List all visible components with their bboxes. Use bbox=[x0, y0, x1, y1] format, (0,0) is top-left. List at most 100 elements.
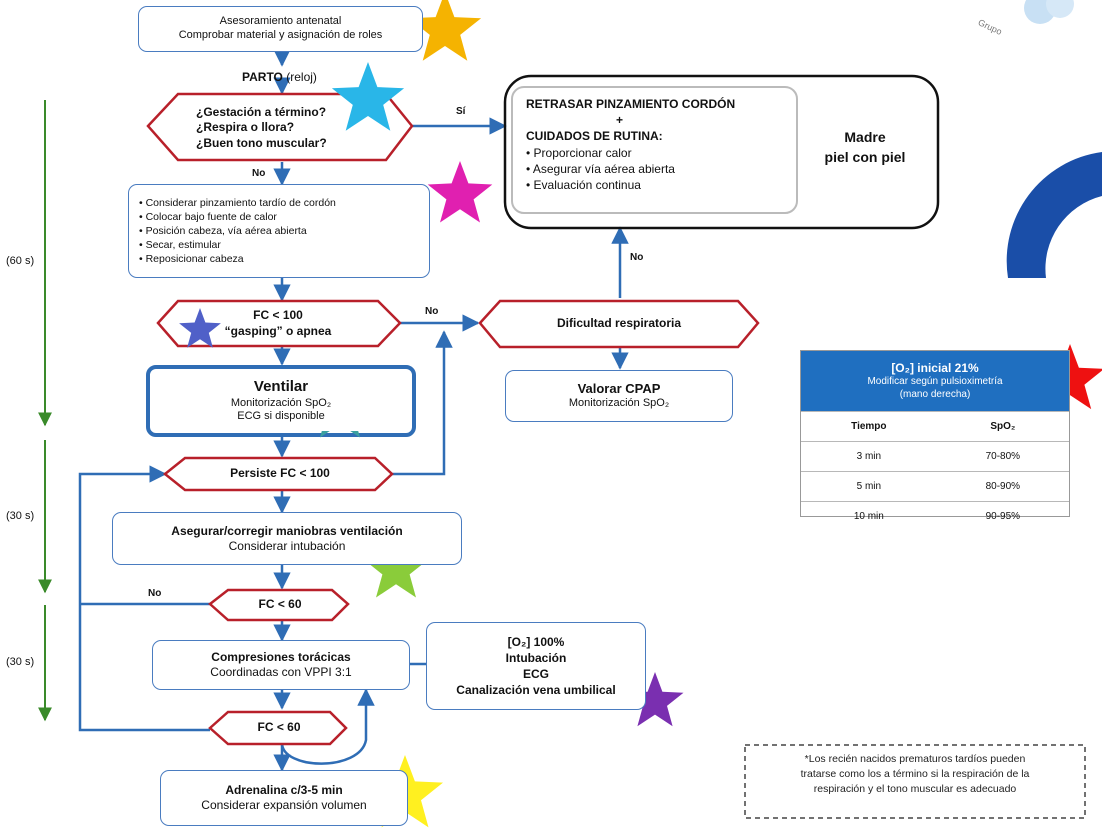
decision-hexagons bbox=[146, 92, 760, 746]
o2box-line1: [O₂] 100% bbox=[507, 634, 565, 649]
star-icon bbox=[427, 161, 493, 223]
ventilar-line3: ECG si disponible bbox=[237, 410, 325, 423]
o2-col2-header: SpO₂ bbox=[936, 411, 1069, 442]
initial-steps-box: • Considerar pinzamiento tardío de cordó… bbox=[128, 184, 430, 278]
label-no-fc60: No bbox=[148, 588, 162, 599]
antenatal-line2: Comprobar material y asignación de roles bbox=[178, 29, 383, 41]
initial-step: • Posición cabeza, vía aérea abierta bbox=[139, 224, 307, 237]
timing-60s: (60 s) bbox=[6, 255, 35, 267]
persiste-label: Persiste FC < 100 bbox=[230, 466, 330, 481]
q1-line3: ¿Buen tono muscular? bbox=[196, 135, 327, 150]
note-line1: *Los recién nacidos prematuros tardíos p… bbox=[804, 753, 1026, 765]
o2-cell-time: 10 min bbox=[801, 501, 937, 531]
adrenalina-line1: Adrenalina c/3-5 min bbox=[225, 783, 343, 797]
o2-table: [O₂] inicial 21% Modificar según pulsiox… bbox=[800, 350, 1070, 531]
fc100-label: FC < 100 “gasping” o apnea bbox=[178, 303, 378, 345]
initial-step: • Reposicionar cabeza bbox=[139, 253, 244, 266]
o2-cell-time: 5 min bbox=[801, 471, 937, 502]
o2-header1: [O₂] inicial 21% bbox=[891, 361, 979, 375]
fc100-line1: FC < 100 bbox=[253, 308, 303, 323]
arrow-loop-curve bbox=[280, 688, 375, 765]
o2box-line2: Intubación bbox=[505, 650, 567, 665]
antenatal-line1: Asesoramiento antenatal bbox=[219, 15, 342, 28]
adrenalina-line2: Considerar expansión volumen bbox=[201, 798, 367, 812]
compresiones-line2: Coordinadas con VPPI 3:1 bbox=[210, 665, 352, 679]
asegurar-line2: Considerar intubación bbox=[228, 538, 346, 553]
q1-label: ¿Gestación a término? ¿Respira o llora? … bbox=[178, 98, 386, 158]
note-line3: respiración y el tono muscular es adecua… bbox=[813, 783, 1017, 796]
q1-line2: ¿Respira o llora? bbox=[196, 120, 295, 135]
routine-side2: piel con piel bbox=[824, 148, 906, 165]
routine-plus: + bbox=[616, 113, 624, 128]
parto-bold: PARTO bbox=[242, 70, 283, 84]
cpap-line2: Monitorización SpO₂ bbox=[568, 397, 670, 410]
o2-table-header: [O₂] inicial 21% Modificar según pulsiox… bbox=[801, 351, 1069, 411]
star-icon bbox=[408, 0, 482, 61]
fc60b-label: FC < 60 bbox=[257, 720, 301, 735]
o2box-line3: ECG bbox=[522, 667, 549, 681]
star-icon bbox=[331, 62, 405, 131]
routine-line1: RETRASAR PINZAMIENTO CORDÓN bbox=[526, 97, 736, 111]
prematuros-note: *Los recién nacidos prematuros tardíos p… bbox=[752, 752, 1078, 798]
o2-cell-time: 3 min bbox=[801, 441, 937, 472]
ventilar-title: Ventilar bbox=[253, 377, 309, 395]
o2-box: [O₂] 100% Intubación ECG Canalización ve… bbox=[426, 622, 646, 710]
label-no-cpap: No bbox=[630, 252, 644, 263]
star-icon bbox=[626, 672, 684, 727]
adrenalina-box: Adrenalina c/3-5 min Considerar expansió… bbox=[160, 770, 408, 826]
fc100-line2: “gasping” o apnea bbox=[224, 324, 332, 338]
table-row: 5 min 80-90% bbox=[801, 471, 1069, 502]
label-si: Sí bbox=[456, 106, 466, 117]
o2-header2: Modificar según pulsioximetría bbox=[867, 376, 1003, 387]
label-no-fc100: No bbox=[425, 306, 439, 317]
arrow-loop-left bbox=[78, 465, 210, 732]
table-row: Tiempo SpO₂ bbox=[801, 411, 1069, 442]
hex-q1 bbox=[146, 92, 414, 162]
parto-rest: (reloj) bbox=[282, 70, 317, 84]
o2-table-grid: Tiempo SpO₂ 3 min 70-80% 5 min 80-90% 10… bbox=[801, 411, 1069, 531]
fc60a-label: FC < 60 bbox=[258, 597, 302, 612]
timing-30s-a: (30 s) bbox=[6, 510, 35, 522]
routine-item: • Proporcionar calor bbox=[526, 145, 632, 160]
hex-persiste bbox=[162, 456, 394, 492]
o2-cell-spo2: 90-95% bbox=[936, 501, 1069, 531]
dificultad-label: Dificultad respiratoria bbox=[556, 316, 682, 331]
note-line2: tratarse como los a término si la respir… bbox=[800, 768, 1030, 781]
routine-content: RETRASAR PINZAMIENTO CORDÓN + CUIDADOS D… bbox=[526, 96, 796, 193]
routine-outer-box bbox=[503, 74, 940, 230]
ventilar-box-border bbox=[146, 365, 416, 437]
decorative-arc bbox=[1006, 152, 1102, 278]
hex-fc60a bbox=[208, 588, 350, 622]
cpap-box: Valorar CPAP Monitorización SpO₂ bbox=[505, 370, 733, 422]
q1-line1: ¿Gestación a término? bbox=[196, 104, 327, 119]
hex-dificultad bbox=[478, 299, 760, 349]
o2-cell-spo2: 80-90% bbox=[936, 471, 1069, 502]
star-icon bbox=[179, 308, 221, 348]
connector-arrows bbox=[78, 49, 629, 772]
initial-step: • Colocar bajo fuente de calor bbox=[139, 210, 277, 223]
timing-30s-b: (30 s) bbox=[6, 656, 35, 668]
initial-step: • Secar, estimular bbox=[139, 239, 221, 252]
label-no-q1: No bbox=[252, 168, 266, 179]
ventilar-line2: Monitorización SpO₂ bbox=[230, 396, 332, 409]
routine-inner-box bbox=[511, 86, 798, 214]
ventilar-box: Ventilar Monitorización SpO₂ ECG si disp… bbox=[152, 371, 410, 431]
asegurar-line1: Asegurar/corregir maniobras ventilación bbox=[171, 523, 403, 538]
asegurar-box: Asegurar/corregir maniobras ventilación … bbox=[112, 512, 462, 565]
star-icon bbox=[363, 536, 429, 598]
cpap-title: Valorar CPAP bbox=[577, 381, 661, 396]
routine-side1: Madre bbox=[844, 129, 886, 145]
o2-cell-spo2: 70-80% bbox=[936, 441, 1069, 472]
antenatal-box: Asesoramiento antenatal Comprobar materi… bbox=[138, 6, 423, 52]
o2box-line4: Canalización vena umbilical bbox=[456, 683, 616, 698]
hex-fc100 bbox=[156, 299, 402, 348]
o2-header3: (mano derecha) bbox=[899, 388, 971, 400]
arrow-persiste-loop bbox=[392, 330, 453, 476]
logo-text: Grupo bbox=[977, 17, 1004, 37]
routine-item: • Asegurar vía aérea abierta bbox=[526, 161, 675, 176]
parto-label: PARTO (reloj) bbox=[242, 70, 317, 84]
hex-fc60b bbox=[208, 710, 348, 746]
initial-step: • Considerar pinzamiento tardío de cordó… bbox=[139, 196, 336, 209]
logo-icon bbox=[1024, 0, 1074, 24]
